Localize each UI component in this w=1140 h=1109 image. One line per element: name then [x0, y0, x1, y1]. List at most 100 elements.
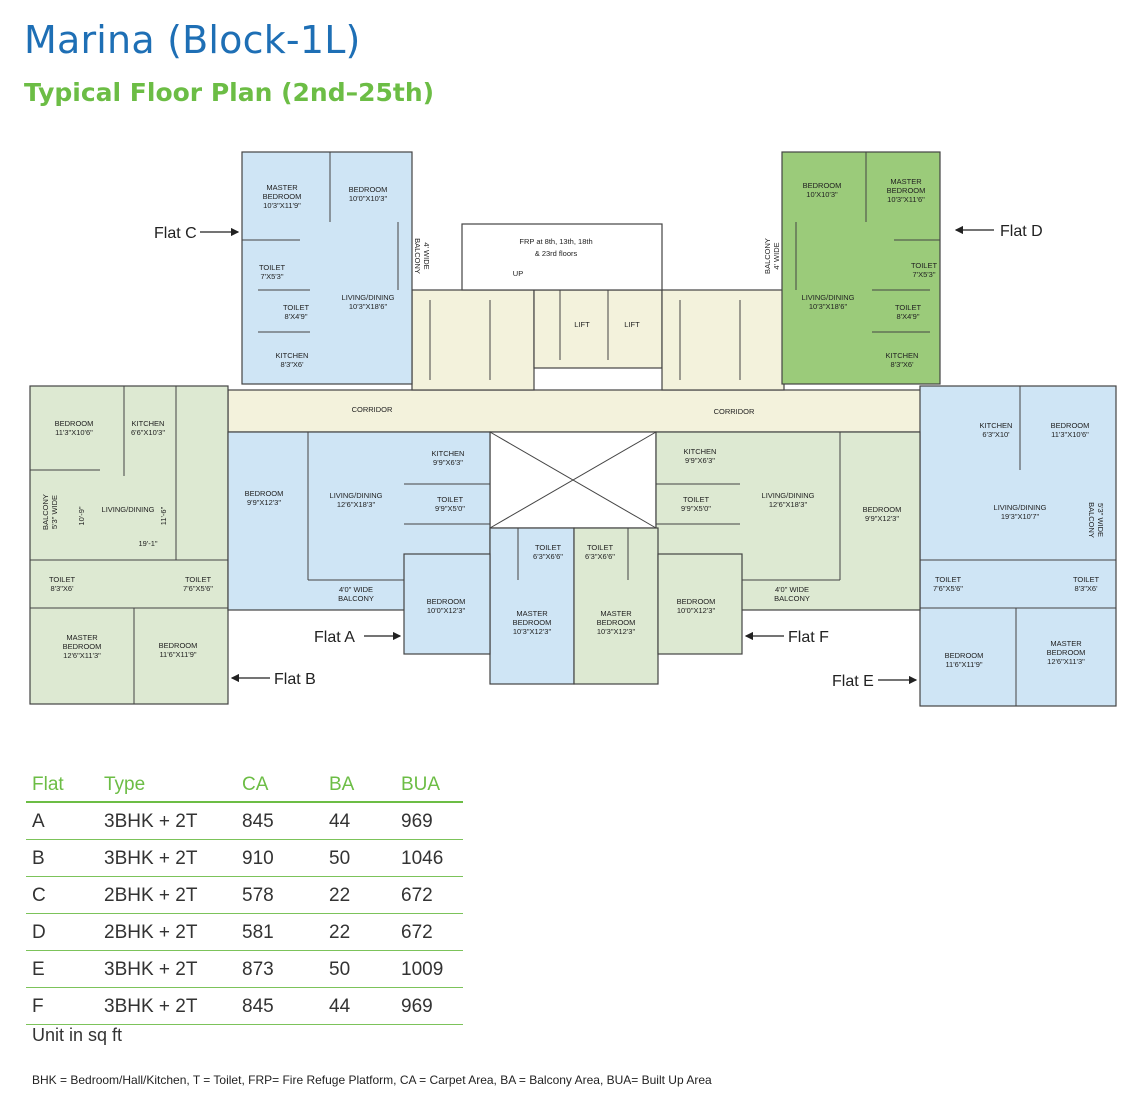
cell-type: 3BHK + 2T [98, 987, 236, 1025]
corridor-left-label: CORRIDOR [352, 405, 393, 414]
header-ca: CA [236, 768, 323, 803]
cell-bua: 1009 [395, 950, 463, 988]
flat-f-label: Flat F [788, 629, 829, 646]
page-subtitle: Typical Floor Plan (2nd–25th) [24, 78, 435, 107]
room-label-flat-b-balcony: BALCONY5'3" WIDE [41, 494, 59, 530]
lift-2-label: LIFT [624, 320, 640, 329]
cell-type: 3BHK + 2T [98, 839, 236, 877]
flat-e-label: Flat E [832, 673, 874, 690]
cell-type: 3BHK + 2T [98, 802, 236, 840]
header-ba: BA [323, 768, 395, 803]
cell-bua: 1046 [395, 839, 463, 877]
cell-flat: C [26, 876, 98, 914]
cell-bua: 969 [395, 802, 463, 840]
header-type: Type [98, 768, 236, 803]
cell-ca: 873 [236, 950, 323, 988]
stair-core-left [411, 289, 535, 391]
table-row: E 3BHK + 2T 873 50 1009 [26, 950, 463, 988]
cell-ba: 50 [323, 950, 395, 988]
cell-type: 3BHK + 2T [98, 950, 236, 988]
flat-a-master [489, 527, 575, 685]
room-label-flat-b-dim1: 10'-9" [77, 506, 86, 525]
cell-ba: 44 [323, 987, 395, 1025]
cell-ba: 22 [323, 913, 395, 951]
cell-ca: 845 [236, 987, 323, 1025]
flat-f-bedroom2 [657, 553, 743, 655]
abbreviation-legend: BHK = Bedroom/Hall/Kitchen, T = Toilet, … [32, 1073, 712, 1087]
room-label-flat-b-dim2: 11'-6" [159, 506, 168, 525]
cell-flat: D [26, 913, 98, 951]
interior-walls [30, 152, 1116, 706]
corridor [227, 389, 969, 433]
common-labels: CORRIDOR CORRIDOR LIFT LIFT FRP at 8th, … [352, 237, 755, 416]
floor-plan: Flat C Flat D Flat B Flat A Flat F Flat … [29, 151, 1117, 707]
table-row: F 3BHK + 2T 845 44 969 [26, 987, 463, 1025]
room-label-flat-d-balcony: BALCONY4' WIDE [763, 238, 781, 274]
cell-type: 2BHK + 2T [98, 913, 236, 951]
room-label-flat-b-dim3: 19'-1" [138, 539, 157, 548]
cell-flat: F [26, 987, 98, 1025]
frp-label-line-2: & 23rd floors [535, 249, 578, 258]
flat-a-label: Flat A [314, 629, 355, 646]
stair-core-right [661, 289, 785, 391]
cell-ba: 50 [323, 839, 395, 877]
flat-arrows [200, 225, 994, 685]
cell-ba: 22 [323, 876, 395, 914]
flat-b-label: Flat B [274, 671, 316, 688]
header-bua: BUA [395, 768, 463, 803]
cell-bua: 672 [395, 913, 463, 951]
table-row: C 2BHK + 2T 578 22 672 [26, 876, 463, 914]
flat-c-label: Flat C [154, 225, 197, 242]
cell-ca: 581 [236, 913, 323, 951]
header-flat: Flat [26, 768, 98, 803]
table-row: A 3BHK + 2T 845 44 969 [26, 802, 463, 840]
flat-labels: Flat C Flat D Flat B Flat A Flat F Flat … [154, 223, 1043, 690]
cell-ca: 910 [236, 839, 323, 877]
cell-bua: 969 [395, 987, 463, 1025]
flat-a-bedroom2 [403, 553, 491, 655]
flat-c-area [241, 151, 413, 385]
area-table-header-row: Flat Type CA BA BUA [26, 768, 463, 803]
table-row: D 2BHK + 2T 581 22 672 [26, 913, 463, 951]
room-label-flat-b-living: LIVING/DINING [102, 505, 155, 514]
cell-bua: 672 [395, 876, 463, 914]
area-table: Flat Type CA BA BUA A 3BHK + 2T 845 44 9… [26, 768, 463, 1025]
table-row: B 3BHK + 2T 910 50 1046 [26, 839, 463, 877]
cell-flat: B [26, 839, 98, 877]
cell-ca: 845 [236, 802, 323, 840]
unit-note: Unit in sq ft [32, 1025, 123, 1045]
